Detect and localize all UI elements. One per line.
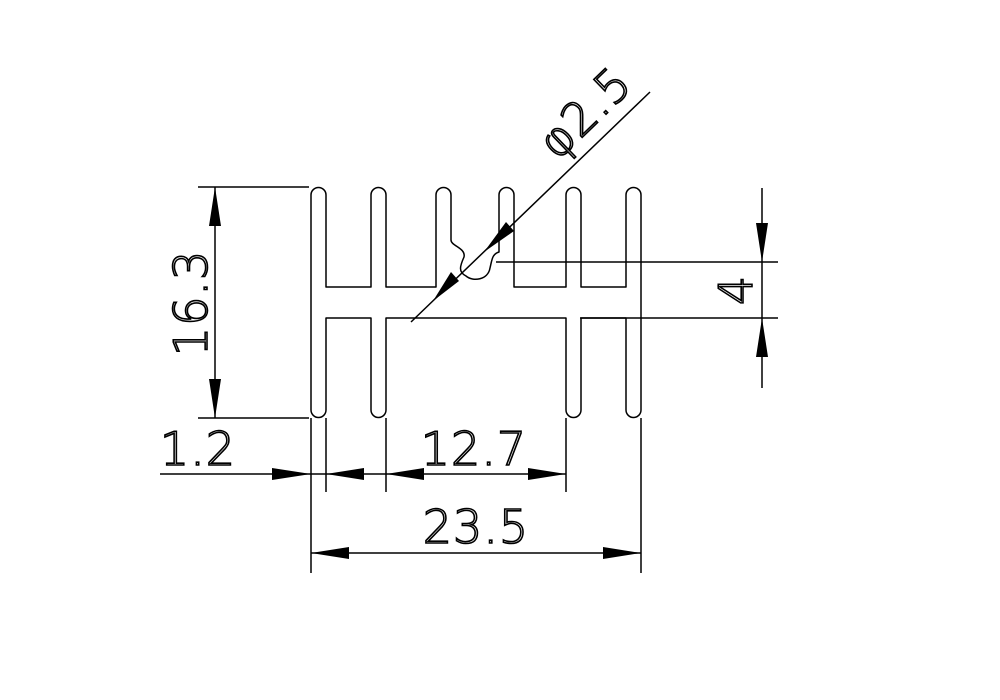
arrow-down [209, 379, 221, 418]
hole-diameter-label: φ2.5 [527, 56, 642, 170]
arrow-base-top [756, 223, 768, 262]
overall-width-label: 23.5 [423, 500, 529, 554]
dimension-height: 16.3 [163, 186, 309, 419]
arrow-diameter-upper [484, 222, 514, 252]
dimension-fin-and-slot: 1.2 12.7 [159, 418, 567, 573]
arrow-up [209, 187, 221, 226]
arrow-fin-right [326, 468, 364, 480]
arrow-slot-right [528, 468, 566, 480]
profile-contour [310, 186, 642, 419]
arrow-base-bottom [756, 318, 768, 357]
dimension-base-thickness: 4 [496, 188, 778, 388]
slot-width-label: 12.7 [421, 422, 527, 476]
heatsink-profile-outline [310, 186, 642, 419]
arrow-diameter-lower [433, 272, 459, 301]
dimension-overall-width: 23.5 [311, 418, 642, 573]
arrow-width-right [603, 547, 641, 559]
fin-thickness-label: 1.2 [160, 422, 236, 476]
arrow-width-left [311, 547, 349, 559]
arrow-fin-left [272, 468, 311, 480]
base-thickness-label: 4 [709, 275, 763, 305]
height-label: 16.3 [164, 250, 218, 356]
arrow-slot-left [386, 468, 424, 480]
